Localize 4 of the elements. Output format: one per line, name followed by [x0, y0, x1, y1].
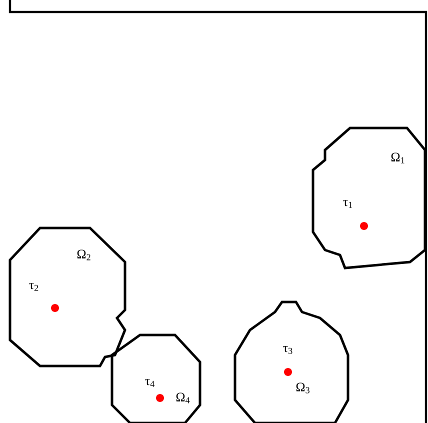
- region: Ω$_{2}$ τ$_{2}$: [8, 226, 126, 368]
- region: τ$_{3}$ Ω$_{3}$: [234, 300, 350, 423]
- region: τ$_{4}$ Ω$_{4}$: [110, 334, 202, 423]
- region: Ω$_{1}$ τ$_{1}$: [312, 126, 426, 270]
